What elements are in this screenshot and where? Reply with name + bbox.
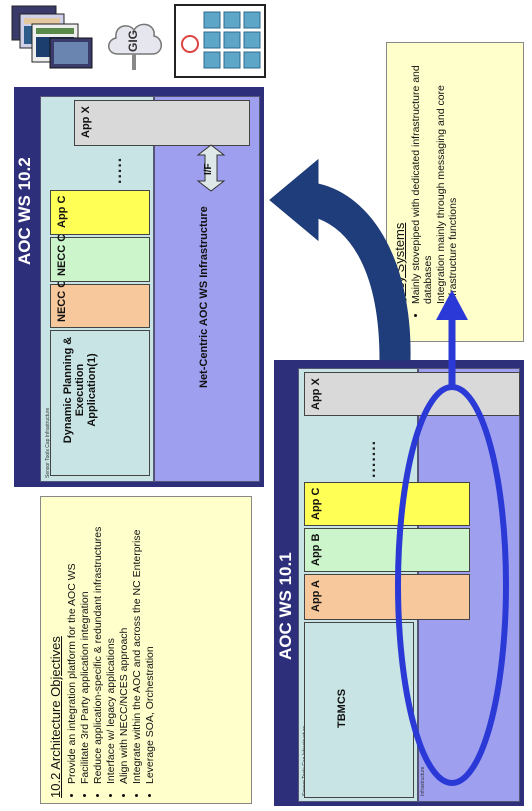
objectives-bullet: Reduce application-specific & redundant … — [92, 502, 104, 784]
app-x-102-label: App X — [80, 106, 92, 138]
app-box-x-101 — [304, 372, 520, 416]
app-box-tbmcs — [304, 622, 414, 798]
app-box-necc-a — [50, 284, 150, 328]
app-box-a-101 — [304, 574, 470, 620]
app-a-101-label: App A — [310, 580, 322, 612]
app-box-c-102 — [50, 190, 150, 235]
dots-101: ....... — [362, 439, 379, 478]
objectives-bullet: Integrate within the AOC and across the … — [131, 502, 143, 784]
dots-102: ..... — [108, 156, 125, 184]
legacy-heading: Legacy Systems — [392, 222, 407, 318]
gig-label: GIG — [126, 29, 140, 52]
stacked-windows-icon — [10, 4, 100, 72]
app-box-b-101 — [304, 528, 470, 572]
app-box-x-102 — [74, 100, 250, 146]
app-x-101-label: App X — [310, 378, 322, 410]
app-b-101-label: App B — [310, 533, 322, 566]
legacy-text: Legacy Systems Mainly stovepiped with de… — [392, 48, 460, 318]
objectives-bullet: Facilitate 3rd Party application integra… — [79, 502, 91, 784]
aoc-102-title: AOC WS 10.2 — [15, 157, 34, 265]
app-c-101-label: App C — [310, 487, 322, 520]
aoc-101-column-label-bottom: Infrastructure — [420, 766, 426, 796]
objectives-bullet: Align with NECC/NCES approach — [118, 502, 130, 784]
gig-cloud-icon — [102, 14, 166, 70]
app-c-102-label: App C — [56, 195, 68, 228]
interface-label: I/F — [203, 163, 214, 175]
infrastructure-102-label: Net-Centric AOC WS Infrastructure — [198, 206, 210, 388]
interface-arrow-icon — [186, 143, 236, 193]
objectives-text: 10.2 Architecture Objectives Provide an … — [48, 502, 157, 798]
map-grid-icon — [174, 4, 266, 78]
app-box-c-101 — [304, 482, 470, 526]
app-box-dynamic-planning — [50, 330, 150, 476]
objectives-bullet: Leverage SOA, Orchestration — [144, 502, 156, 784]
legacy-bullet: Integration mainly through messaging and… — [435, 48, 459, 304]
objectives-bullet: Provide an integration platform for the … — [66, 502, 78, 784]
objectives-note — [40, 496, 252, 804]
objectives-bullet: Interface w/ legacy applications — [105, 502, 117, 784]
tbmcs-label: TBMCS — [336, 688, 348, 728]
dynamic-planning-text: Dynamic Planning & Execution Application… — [62, 336, 98, 444]
legacy-bullet: Mainly stovepiped with dedicated infrast… — [410, 48, 434, 304]
app-box-necc-b — [50, 237, 150, 282]
aoc-101-title: AOC WS 10.1 — [276, 552, 295, 660]
objectives-heading: 10.2 Architecture Objectives — [48, 636, 63, 798]
dynamic-planning-label: Dynamic Planning & Execution Application… — [62, 332, 98, 448]
aoc-102-infra-panel — [154, 96, 260, 482]
